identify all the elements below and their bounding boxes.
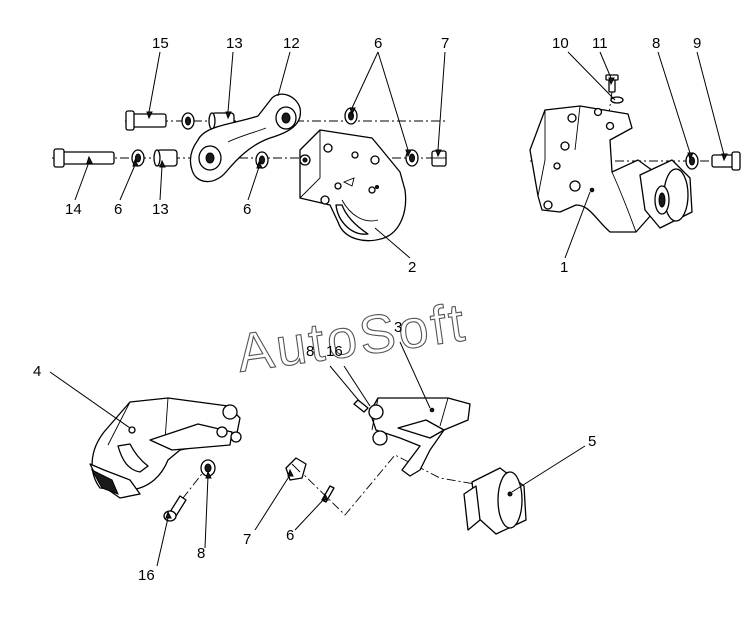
bushing-13-lower bbox=[153, 149, 178, 167]
callout-12: 12 bbox=[283, 35, 300, 52]
callout-6d: 6 bbox=[286, 527, 294, 544]
mount-bracket-3 bbox=[368, 397, 471, 477]
mount-insulator-1 bbox=[639, 159, 693, 229]
pin-15 bbox=[125, 110, 167, 131]
callout-16a: 16 bbox=[326, 343, 343, 360]
callout-11: 11 bbox=[592, 35, 608, 52]
pin-14 bbox=[53, 148, 115, 168]
callout-8b: 8 bbox=[306, 343, 314, 360]
callout-9: 9 bbox=[693, 35, 701, 52]
bolt-16-upper bbox=[353, 399, 369, 413]
leader-lines bbox=[49, 51, 725, 567]
mount-bracket-4 bbox=[91, 397, 242, 491]
callout-15: 15 bbox=[152, 35, 169, 52]
callout-13b: 13 bbox=[152, 201, 169, 218]
washer-8-lower bbox=[200, 459, 216, 477]
callout-6b: 6 bbox=[114, 201, 122, 218]
watermark-text: AutoSoft bbox=[233, 292, 470, 384]
mount-insulator-4 bbox=[89, 463, 141, 499]
callout-10: 10 bbox=[552, 35, 569, 52]
link-arm-12 bbox=[189, 93, 302, 183]
bracket-2 bbox=[299, 129, 407, 242]
callout-labels: 15 13 12 6 7 10 11 8 9 14 6 13 6 2 1 3 8… bbox=[33, 35, 701, 584]
callout-8a: 8 bbox=[652, 35, 660, 52]
washer-6-upper-left bbox=[181, 112, 195, 130]
mount-insulator-5 bbox=[463, 467, 527, 535]
mount-bracket-1 bbox=[529, 105, 661, 233]
callout-14: 14 bbox=[65, 201, 82, 218]
callout-1: 1 bbox=[560, 259, 568, 276]
callout-6c: 6 bbox=[243, 201, 251, 218]
callout-4: 4 bbox=[33, 363, 41, 380]
callout-7b: 7 bbox=[243, 531, 251, 548]
callout-2: 2 bbox=[408, 259, 416, 276]
callout-5: 5 bbox=[588, 433, 596, 450]
leader-arrowheads bbox=[86, 77, 728, 519]
callout-16b: 16 bbox=[138, 567, 155, 584]
callout-8c: 8 bbox=[197, 545, 205, 562]
callout-13a: 13 bbox=[226, 35, 243, 52]
callout-6a: 6 bbox=[374, 35, 382, 52]
callout-3: 3 bbox=[394, 319, 402, 336]
callout-7a: 7 bbox=[441, 35, 449, 52]
